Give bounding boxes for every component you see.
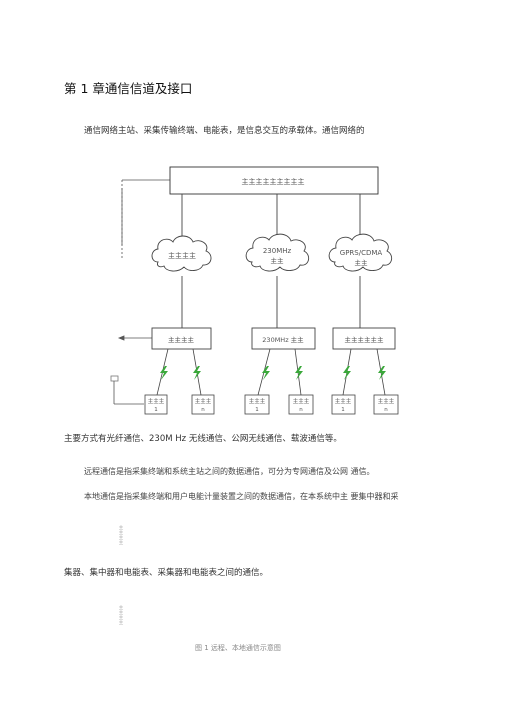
- terminal-label: 主主主: [378, 397, 395, 405]
- switch-right-label: 主主主主主主: [345, 335, 385, 344]
- terminal-label: 主主主: [249, 397, 266, 405]
- terminal-box: [191, 394, 215, 415]
- switch-right-box: [332, 327, 396, 350]
- page-title: 第 1 章通信信道及接口: [64, 81, 193, 96]
- terminal-label: 主主主: [195, 397, 212, 405]
- master-station-box: [169, 166, 379, 195]
- terminal-box: [144, 394, 168, 415]
- terminal-label: 主主主: [148, 397, 165, 405]
- cloud-right: [328, 233, 393, 272]
- terminal-index: n: [201, 407, 205, 413]
- paragraph-local-continued: 集器、集中器和电能表、采集器和电能表之间的通信。: [64, 568, 269, 578]
- terminal-label: 主主主: [335, 397, 352, 405]
- terminal-box: [288, 394, 314, 415]
- master-station-label: 主主主主主主主主主: [242, 177, 305, 186]
- cloud-left: [151, 235, 212, 272]
- terminal-index: 1: [255, 407, 259, 413]
- paragraph-remote: 远程通信是指采集终端和系统主站之间的数据通信，可分为专网通信及公网 通信。: [84, 467, 375, 476]
- terminal-index: n: [299, 407, 303, 413]
- terminal-index: 1: [154, 407, 158, 413]
- intro-paragraph: 通信网络主站、采集传输终端、电能表，是信息交互的承载体。通信网络的: [84, 126, 365, 136]
- margin-note: 主主主主: [118, 526, 124, 546]
- terminal-index: n: [384, 407, 388, 413]
- lightning-icon: [262, 366, 270, 380]
- switch-middle-box: [251, 327, 316, 350]
- terminal-box: [331, 394, 356, 415]
- lightning-icon: [160, 366, 168, 380]
- cloud-middle: [245, 233, 310, 272]
- switch-middle-label: 230MHz 主主: [262, 335, 304, 344]
- terminal-box: [373, 394, 399, 415]
- terminal-label: 主主主: [293, 397, 310, 405]
- cloud-middle-label-1: 230MHz: [263, 247, 292, 255]
- lightning-icon: [193, 366, 201, 380]
- switch-left-label: 主主主主: [168, 335, 195, 344]
- lightning-icons: [160, 366, 386, 380]
- cloud-middle-label-2: 主主: [271, 256, 285, 265]
- range-markers: [110, 179, 170, 405]
- figure-caption: 图 1 远程、本地通信示意图: [195, 644, 281, 652]
- lightning-icon: [295, 366, 303, 380]
- lightning-icon: [378, 366, 386, 380]
- paragraph-main-methods: 主要方式有光纤通信、230M Hz 无线通信、公网无线通信、载波通信等。: [64, 434, 342, 444]
- terminal-box: [244, 394, 270, 415]
- cloud-right-label-1: GPRS/CDMA: [340, 249, 383, 257]
- margin-note: 主主主主: [118, 606, 124, 626]
- cloud-left-label: 主主主主: [168, 251, 196, 260]
- cloud-right-label-2: 主主: [355, 258, 369, 267]
- terminal-index: 1: [341, 407, 345, 413]
- paragraph-local: 本地通信是指采集终端和用户电能计量装置之间的数据通信，在本系统中主 要集中器和采: [84, 492, 399, 501]
- switch-left-box: [151, 327, 212, 350]
- lightning-icon: [343, 366, 351, 380]
